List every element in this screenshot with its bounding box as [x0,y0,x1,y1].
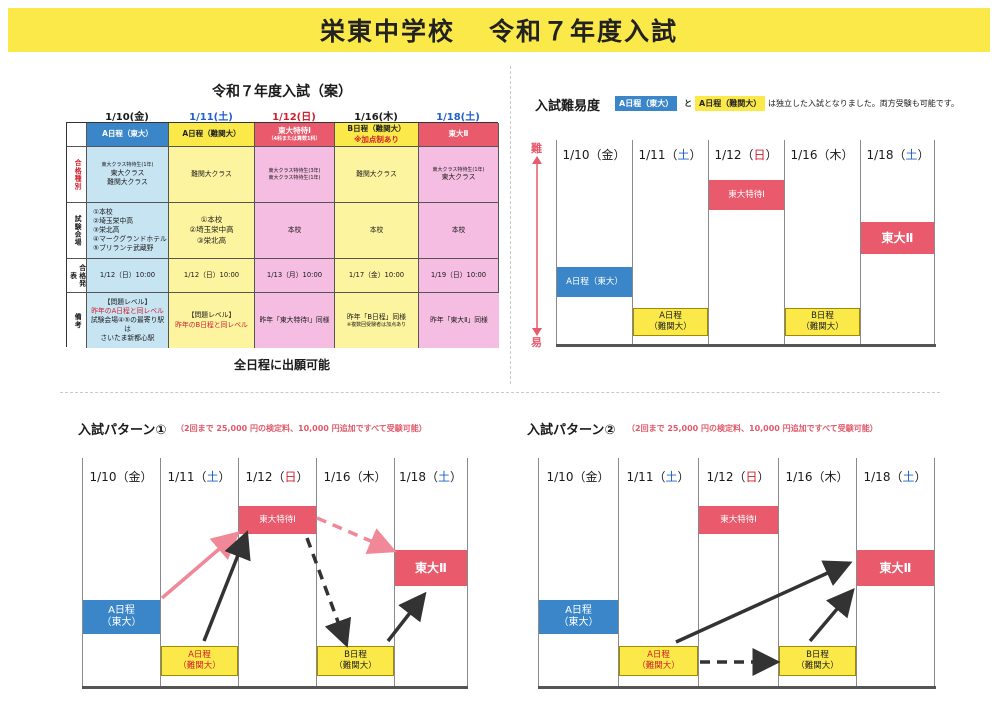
p1-block-a-nankan: A日程（難関大） [161,646,238,676]
plan-title: 令和７年度入試（案） [212,84,352,100]
pattern2-chart: 1/10（金） 1/11（土） 1/12（日） 1/16（木） 1/18（土） … [538,458,938,690]
school-name: 栄東中学校 [319,17,455,46]
exam-name-b-nankan: B日程（難関大） ※加点制あり [335,123,419,147]
exam-name-a-nankan: A日程（難関大） [169,123,255,147]
exam-name-a-todai: A日程（東大） [87,123,169,147]
difficulty-date: 1/18（土） [866,148,930,162]
p1-block-b-nankan: B日程（難関大） [317,646,394,676]
difficulty-date: 1/10（金） [562,148,626,162]
pattern1-date: 1/10（金） [89,470,153,484]
pattern1-date: 1/12（日） [245,470,309,484]
tag-a-todai: A日程（東大） [615,96,678,111]
pattern2-date: 1/12（日） [706,470,770,484]
p2-block-a-nankan: A日程（難関大） [619,646,698,676]
p1-arrow-a-nankan-to-tokutai [202,530,251,642]
pattern1-title: 入試パターン① [78,423,167,438]
all-days-apply-note: 全日程に出願可能 [233,358,330,372]
pass-type-cell: 東大クラス特待生(1年) 東大クラス 難関大クラス [87,147,169,203]
announce-cell: 1/12（日）10:00 [87,259,169,293]
table-corner [67,123,87,147]
table-date-4: 1/16(木) [354,112,398,123]
difficulty-chart: 1/10（金） 1/11（土） 1/12（日） 1/16（木） 1/18（土） … [556,140,936,350]
p1-block-tokutai: 東大特待Ⅰ [239,506,316,534]
venue-cell: 本校 [335,203,419,259]
block-tokutai: 東大特待Ⅰ [709,180,784,210]
difficulty-title: 入試難易度 [535,99,601,114]
table-date-2: 1/11(土) [189,112,233,123]
table-date-3: 1/12(日) [272,112,316,123]
p1-arrow-b-to-todai2 [386,591,427,643]
pattern2-arrows [675,560,855,676]
difficulty-date: 1/16（木） [790,148,854,162]
horizontal-divider [60,392,940,393]
p2-block-tokutai: 東大特待Ⅰ [699,506,778,534]
pattern2-date: 1/11（土） [626,470,690,484]
schedule-table: A日程（東大） A日程（難関大） 東大特待Ⅰ （4科または算数1科） B日程（難… [66,122,499,348]
axis-hard-label: 難 [531,142,542,155]
pattern1-date: 1/18（土） [399,470,462,484]
difficulty-arrow [532,156,542,336]
exam-name-tokutai: 東大特待Ⅰ （4科または算数1科） [255,123,335,147]
p2-block-b-nankan: B日程（難関大） [779,646,856,676]
p2-block-a-todai: A日程（東大） [539,600,618,634]
p1-block-a-todai: A日程（東大） [83,600,160,634]
venue-cell: 本校 [419,203,499,259]
pass-type-cell: 東大クラス特待生(1年) 東大クラス [419,147,499,203]
pattern2-date: 1/16（木） [785,470,849,484]
pattern2-date: 1/10（金） [546,470,610,484]
pass-type-cell: 東大クラス特待生(3年) 東大クラス特待生(1年) [255,147,335,203]
row-label-announce: 合格発表 [67,259,87,293]
row-label-pass-type: 合格種別 [67,147,87,203]
announce-cell: 1/19（日）10:00 [419,259,499,293]
difficulty-note: は独立した入試となりました。両方受験も可能です。 [768,99,959,108]
block-a-todai: A日程（東大） [557,267,632,297]
pass-type-cell: 難関大クラス [335,147,419,203]
row-label-notes: 備考 [67,293,87,348]
page-header: 栄東中学校 令和７年度入試 [8,8,990,52]
pattern1-subtitle: （2回まで 25,000 円の検定料、10,000 円追加ですべて受験可能） [176,424,427,433]
p1-arrow-a-todai-to-tokutai [160,531,240,600]
pattern1-date: 1/16（木） [323,470,387,484]
notes-cell: 昨年「B日程」同様 ※複数回受験者は加点あり [335,293,419,348]
notes-cell: 昨年「東大Ⅱ」同様 [419,293,499,348]
p2-arrow-b-to-todai2 [808,587,855,643]
difficulty-date: 1/11（土） [638,148,702,162]
connector-text: と [684,99,692,108]
notes-cell: 【問題レベル】 昨年のB日程と同レベル [169,293,255,348]
exam-year-title: 令和７年度入試 [489,17,679,46]
announce-cell: 1/13（月）10:00 [255,259,335,293]
p1-block-todai2: 東大Ⅱ [395,550,467,586]
announce-cell: 1/12（日）10:00 [169,259,255,293]
p2-arrow-a-nankan-to-todai2 [675,560,853,644]
p1-arrow-tokutai-to-b [305,537,352,648]
pattern2-date: 1/18（土） [863,470,927,484]
block-a-nankan: A日程（難関大） [633,308,708,336]
block-todai2: 東大Ⅱ [861,222,934,254]
announce-cell: 1/17（金）10:00 [335,259,419,293]
p2-block-todai2: 東大Ⅱ [857,550,934,586]
venue-cell: ①本校 ②埼玉栄中高 ③栄北高 ④マークグランドホテル ⑤ブリランテ武蔵野 [87,203,169,259]
block-b-nankan: B日程（難関大） [785,308,860,336]
p1-arrow-tokutai-to-todai2 [316,516,397,554]
pattern1-chart: 1/10（金） 1/11（土） 1/12（日） 1/16（木） 1/18（土） … [82,458,468,690]
pattern1-arrows [160,516,427,648]
vertical-divider-top [510,66,511,384]
notes-cell: 【問題レベル】 昨年のA日程と同レベル 試験会場④⑤の最寄り駅は さいたま新都心… [87,293,169,348]
tag-a-nankan: A日程（難関大） [695,96,766,111]
pattern2-title: 入試パターン② [527,423,616,438]
pattern1-date: 1/11（土） [167,470,231,484]
venue-cell: 本校 [255,203,335,259]
venue-cell: ①本校 ②埼玉栄中高 ③栄北高 [169,203,255,259]
table-date-1: 1/10(金) [105,112,149,123]
table-date-5: 1/18(土) [436,112,480,123]
pass-type-cell: 難関大クラス [169,147,255,203]
exam-name-todai2: 東大Ⅱ [419,123,499,147]
row-label-venue: 試験会場 [67,203,87,259]
pattern2-subtitle: （2回まで 25,000 円の検定料、10,000 円追加ですべて受験可能） [627,424,878,433]
notes-cell: 昨年「東大特待Ⅰ」同様 [255,293,335,348]
axis-easy-label: 易 [531,336,542,349]
difficulty-date: 1/12（日） [714,148,778,162]
